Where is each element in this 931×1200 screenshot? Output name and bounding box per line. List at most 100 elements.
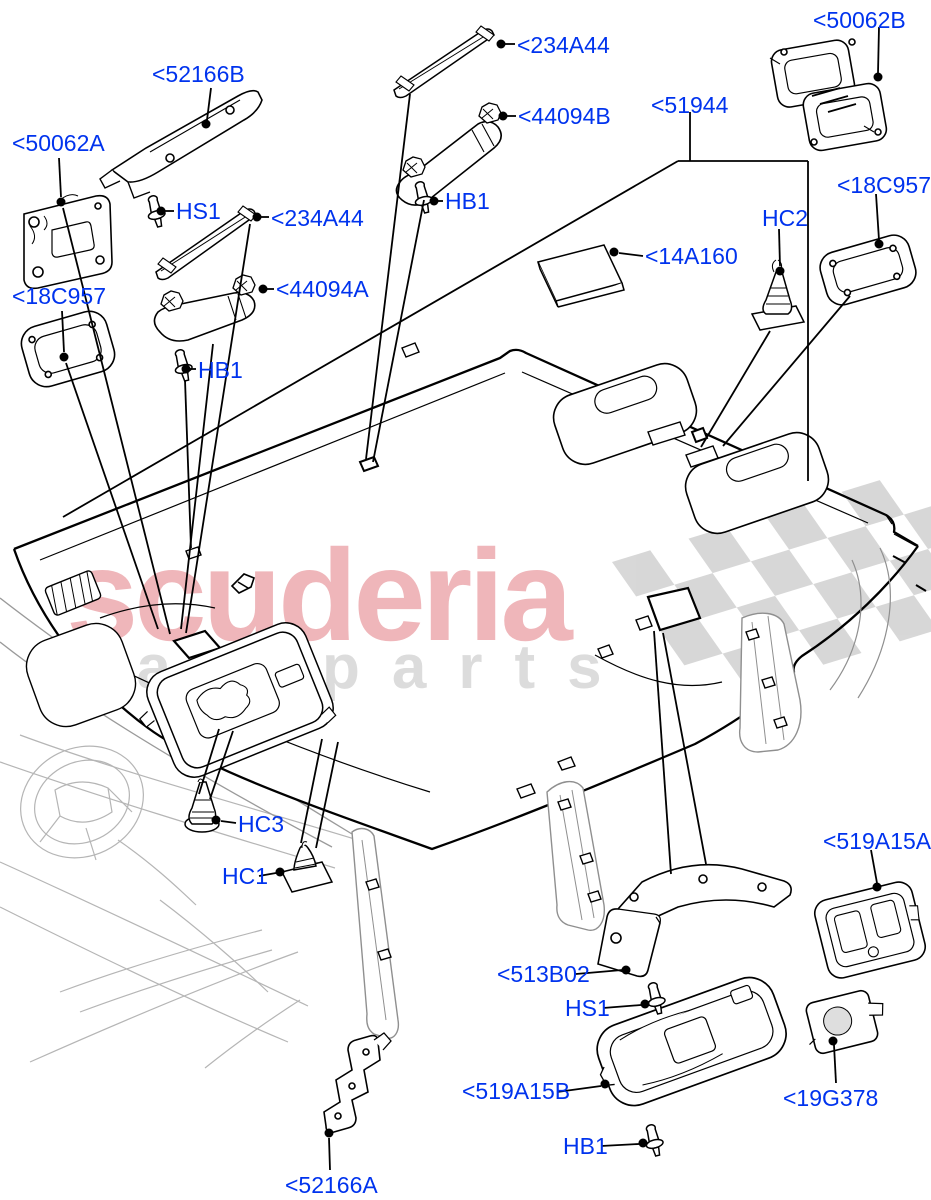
leader-line-50062A bbox=[62, 207, 171, 635]
part-label-44094A: <44094A bbox=[276, 276, 369, 302]
leader-line-519A15B bbox=[556, 1085, 602, 1093]
leader-dot-HC2 bbox=[775, 266, 785, 276]
part-234A44-strip-top bbox=[393, 25, 495, 99]
leader-line-513B02 bbox=[575, 969, 623, 975]
leader-line-18C957-b bbox=[875, 193, 880, 241]
leader-dot-18C957-a bbox=[59, 352, 69, 362]
leader-dot-19G378 bbox=[828, 1036, 838, 1046]
leader-line-HB1-a bbox=[184, 379, 192, 549]
part-label-234A44-a: <234A44 bbox=[271, 205, 364, 231]
leader-dot-HB1-c bbox=[638, 1138, 648, 1148]
leader-line-44094B bbox=[372, 199, 425, 463]
leader-line-HC3 bbox=[209, 730, 234, 800]
leader-dot-52166A bbox=[324, 1128, 334, 1138]
leader-line-18C957-a bbox=[65, 362, 159, 630]
leader-line-44094A bbox=[180, 343, 214, 630]
part-label-HC2: HC2 bbox=[762, 205, 809, 231]
b-pillar-trim bbox=[546, 781, 605, 931]
part-label-18C957-a: <18C957 bbox=[12, 283, 106, 309]
part-label-52166B: <52166B bbox=[152, 61, 245, 87]
part-label-513B02: <513B02 bbox=[497, 961, 590, 987]
leader-lines-layer bbox=[56, 26, 884, 1171]
watermark-sub-word2: parts bbox=[322, 633, 634, 702]
part-50062B-lamp-bracket bbox=[769, 38, 888, 152]
leader-dot-18C957-b bbox=[874, 239, 884, 249]
leader-line-HC3 bbox=[220, 820, 237, 824]
leader-dot-14A160 bbox=[609, 247, 619, 257]
leader-dot-519A15A bbox=[872, 882, 882, 892]
part-HB1-screw-left bbox=[170, 347, 196, 384]
part-label-18C957-b: <18C957 bbox=[837, 172, 931, 198]
watermark-brand-text: scuderia bbox=[66, 522, 574, 668]
part-label-HC1: HC1 bbox=[222, 863, 269, 889]
part-label-50062B: <50062B bbox=[813, 7, 906, 33]
leader-dot-44094A bbox=[258, 284, 268, 294]
leader-line-HC1 bbox=[300, 738, 323, 844]
leader-line-234A44-b bbox=[365, 93, 411, 460]
car-front-sketch bbox=[0, 734, 359, 1069]
overhead-console-recess bbox=[138, 622, 337, 778]
part-HC1-clip bbox=[280, 841, 334, 893]
leader-line-HC2 bbox=[778, 228, 781, 267]
leader-dot-513B02 bbox=[621, 965, 631, 975]
part-label-HC3: HC3 bbox=[238, 811, 285, 837]
leader-dot-50062B bbox=[873, 72, 883, 82]
leader-dot-52166B bbox=[201, 119, 211, 129]
leader-line-18C957-a bbox=[61, 310, 65, 353]
part-label-50062A: <50062A bbox=[12, 130, 105, 156]
part-18C957-bezel-left bbox=[20, 310, 116, 388]
a-pillar-trim bbox=[351, 827, 400, 1039]
leader-dot-HB1-b bbox=[429, 196, 439, 206]
leader-line-HC1 bbox=[315, 741, 339, 849]
part-44094A-grab-handle bbox=[153, 274, 256, 342]
part-label-519A15A: <519A15A bbox=[823, 828, 931, 854]
leader-line-HS1-b bbox=[602, 1004, 642, 1009]
leader-line-HC2 bbox=[700, 330, 771, 448]
leader-line-HC3 bbox=[198, 728, 220, 795]
leader-dot-519A15B bbox=[600, 1079, 610, 1089]
part-519A15A-console bbox=[813, 881, 927, 979]
part-label-19G378: <19G378 bbox=[783, 1085, 879, 1111]
leader-line-HC1 bbox=[258, 872, 277, 877]
part-18C957-bezel-right bbox=[819, 234, 917, 306]
leader-line-519A15A bbox=[870, 849, 878, 884]
leader-line-234A44-a bbox=[185, 223, 251, 634]
leader-dot-50062A bbox=[56, 197, 66, 207]
leader-dot-234A44-b bbox=[496, 39, 506, 49]
c-pillar-trim bbox=[738, 612, 802, 753]
headliner-small-cutouts bbox=[172, 342, 719, 799]
part-50062A-lamp-bracket bbox=[23, 194, 113, 290]
part-label-519A15B: <519A15B bbox=[462, 1078, 571, 1104]
part-513B02-bracket bbox=[597, 863, 792, 978]
part-label-52166A: <52166A bbox=[285, 1172, 378, 1198]
leader-dot-HC3 bbox=[211, 815, 221, 825]
part-HC3-clip bbox=[184, 778, 220, 833]
part-label-HS1-b: HS1 bbox=[565, 995, 610, 1021]
leader-line-19G378 bbox=[833, 1044, 837, 1084]
sunvisor-recess-left bbox=[25, 570, 137, 728]
part-label-44094B: <44094B bbox=[518, 103, 611, 129]
part-label-14A160: <14A160 bbox=[645, 243, 738, 269]
leader-line-50062B bbox=[877, 26, 880, 74]
part-14A160-pad bbox=[536, 244, 625, 308]
leader-line-50062A bbox=[58, 157, 62, 198]
leader-line-513B02 bbox=[653, 630, 672, 875]
leader-dot-HS1-a bbox=[156, 206, 166, 216]
leader-line-51944 bbox=[62, 160, 679, 518]
leader-dot-HC1 bbox=[275, 867, 285, 877]
leader-dot-HS1-b bbox=[640, 999, 650, 1009]
part-label-HS1-a: HS1 bbox=[176, 198, 221, 224]
part-52166B-bracket bbox=[99, 89, 263, 199]
part-label-HB1-a: HB1 bbox=[198, 357, 243, 383]
leader-line-14A160 bbox=[618, 252, 644, 257]
leader-dot-234A44-a bbox=[252, 212, 262, 222]
leader-line-HB1-c bbox=[600, 1143, 640, 1147]
part-label-234A44-b: <234A44 bbox=[517, 32, 610, 58]
part-519A15B-sunvisor bbox=[596, 976, 787, 1107]
part-label-HB1-b: HB1 bbox=[445, 188, 490, 214]
leader-dot-44094B bbox=[498, 111, 508, 121]
sunroof-recess-rear-right bbox=[684, 431, 830, 535]
leader-dot-HB1-a bbox=[181, 364, 191, 374]
